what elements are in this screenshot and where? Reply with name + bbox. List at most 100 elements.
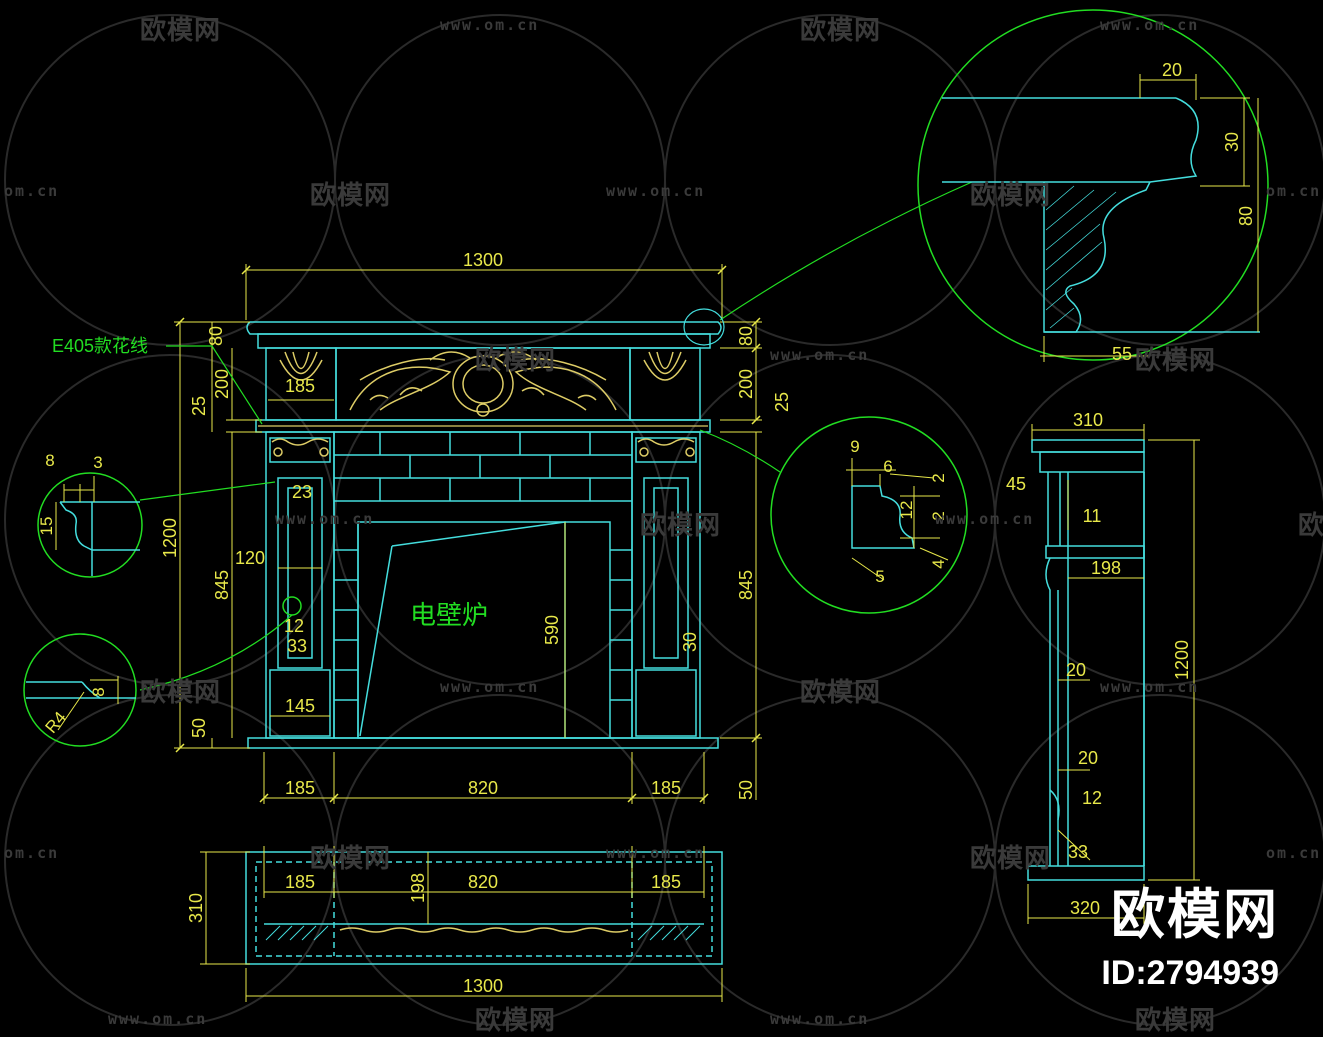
rosettes bbox=[271, 351, 695, 457]
watermark-logo: 欧模网 bbox=[970, 181, 1052, 211]
callout-lines bbox=[139, 181, 973, 691]
side-inner-depth: 198 bbox=[1091, 558, 1121, 578]
watermark-url: www.om.cn bbox=[770, 1010, 870, 1028]
dim-band-left: 25 bbox=[189, 396, 209, 416]
watermark-circles bbox=[4, 14, 1323, 1026]
dim-pilaster-right: 845 bbox=[736, 570, 756, 600]
watermark-url: www.om.cn bbox=[108, 1010, 208, 1028]
plan-inner-depth: 198 bbox=[408, 873, 428, 903]
detail-cornice-circle bbox=[917, 9, 1269, 361]
detail-cornice-width-top: 20 bbox=[1162, 60, 1182, 80]
side-step: 11 bbox=[1083, 506, 1102, 526]
detail-band-texts: 9 6 2 12 2 4 5 bbox=[850, 437, 948, 586]
detail-left-top-circle bbox=[37, 472, 143, 578]
detail-band-c: 2 bbox=[929, 473, 948, 482]
plan-side-left: 185 bbox=[285, 872, 315, 892]
dim-base-width: 145 bbox=[285, 696, 315, 716]
dim-overall-width: 1300 bbox=[463, 250, 503, 270]
plan-hatch bbox=[265, 925, 701, 941]
detail-band-dims bbox=[846, 458, 949, 581]
dim-opening-width: 820 bbox=[468, 778, 498, 798]
watermark-logo: 欧模网 bbox=[800, 678, 882, 708]
dim-band-right: 25 bbox=[772, 392, 792, 412]
watermark-logo: 欧模网 bbox=[475, 1006, 557, 1036]
side-dim-c: 12 bbox=[1082, 788, 1102, 808]
side-projection: 45 bbox=[1006, 474, 1026, 494]
detail-band-f: 4 bbox=[929, 559, 948, 568]
plan-molding-line bbox=[339, 927, 629, 933]
watermark-logo: 欧模网 bbox=[310, 181, 392, 211]
detail-cornice-hatch bbox=[1045, 185, 1117, 329]
watermark-url: www.om.cn bbox=[606, 844, 706, 862]
watermark-url: om.cn bbox=[4, 182, 60, 200]
watermark-logo: 欧模网 bbox=[140, 16, 222, 46]
dim-panel-b: 33 bbox=[287, 636, 307, 656]
dim-overall-height: 1200 bbox=[160, 518, 180, 558]
watermark-url: www.om.cn bbox=[440, 678, 540, 696]
detail-left-bottom-dims bbox=[57, 676, 119, 731]
dim-panel-a: 12 bbox=[284, 616, 304, 636]
side-dimension-lines bbox=[1027, 424, 1200, 924]
front-dimension-texts: 1300 1200 80 200 25 845 50 80 200 25 845… bbox=[160, 250, 792, 800]
detail-left-top-profile bbox=[59, 501, 140, 576]
side-top-depth: 310 bbox=[1073, 410, 1103, 430]
detail-left-top-b: 3 bbox=[93, 453, 102, 472]
watermark-logo: 欧模网 bbox=[1135, 346, 1217, 376]
watermark-logo: 欧模网 bbox=[800, 16, 882, 46]
dim-panel-width: 120 bbox=[235, 548, 265, 568]
dim-frieze-rosette: 185 bbox=[285, 376, 315, 396]
detail-cornice-texts: 20 30 80 55 bbox=[1112, 60, 1256, 364]
plan-side-right: 185 bbox=[651, 872, 681, 892]
dim-pilaster-left: 845 bbox=[212, 570, 232, 600]
watermark-logo: 欧模网 bbox=[475, 346, 557, 376]
dim-frieze-right: 200 bbox=[736, 369, 756, 399]
detail-left-bottom-circle bbox=[23, 633, 137, 747]
dim-side-right: 185 bbox=[651, 778, 681, 798]
detail-band-g: 5 bbox=[875, 567, 884, 586]
detail-left-top-dims bbox=[55, 476, 95, 550]
dim-cornice-right: 80 bbox=[736, 326, 756, 346]
dim-plinth-left: 50 bbox=[189, 718, 209, 738]
side-dim-a: 20 bbox=[1066, 660, 1086, 680]
detail-band-e: 2 bbox=[929, 511, 948, 520]
watermark-url: www.om.cn bbox=[275, 510, 375, 528]
watermark-url: www.om.cn bbox=[606, 182, 706, 200]
side-dimension-texts: 310 1200 45 11 198 20 20 12 33 320 bbox=[1006, 410, 1192, 918]
detail-left-top-texts: 8 3 15 bbox=[37, 451, 103, 535]
watermark-url: om.cn bbox=[4, 844, 60, 862]
dim-opening-height: 590 bbox=[542, 615, 562, 645]
dim-cornice-left: 80 bbox=[206, 326, 226, 346]
detail-band-d: 12 bbox=[897, 501, 916, 520]
watermark-url: om.cn bbox=[1266, 844, 1322, 862]
plan-dimension-texts: 310 185 820 185 198 1300 bbox=[186, 872, 681, 996]
side-bottom-depth: 320 bbox=[1070, 898, 1100, 918]
front-dimension-ticks bbox=[175, 265, 761, 803]
watermark-logo: 欧模网 bbox=[970, 844, 1052, 874]
plan-dimension-lines bbox=[200, 846, 723, 1002]
front-elevation bbox=[246, 321, 722, 749]
cornice-callout-ring bbox=[683, 308, 725, 346]
plan-width: 1300 bbox=[463, 976, 503, 996]
dim-side-left: 185 bbox=[285, 778, 315, 798]
side-height: 1200 bbox=[1172, 640, 1192, 680]
watermark-url: www.om.cn bbox=[440, 16, 540, 34]
watermark-url: www.om.cn bbox=[770, 346, 870, 364]
brand-id: ID:2794939 bbox=[1101, 954, 1279, 992]
watermark-url: www.om.cn bbox=[935, 510, 1035, 528]
watermark-logo: 欧模网 bbox=[1135, 1006, 1217, 1036]
front-dimension-lines bbox=[174, 264, 762, 804]
detail-left-top-c: 15 bbox=[37, 517, 56, 536]
plan-opening: 820 bbox=[468, 872, 498, 892]
watermark-logo: 欧模网 bbox=[310, 844, 392, 874]
brand-logo: 欧模网 bbox=[1111, 883, 1279, 946]
callout-label: E405款花线 bbox=[52, 336, 148, 356]
detail-band-b: 6 bbox=[883, 457, 892, 476]
detail-cornice-height-b: 80 bbox=[1236, 206, 1256, 226]
dim-panel-margin: 23 bbox=[292, 482, 312, 502]
frieze-carving bbox=[349, 351, 617, 417]
watermark-url: om.cn bbox=[1266, 182, 1322, 200]
side-dim-b: 20 bbox=[1078, 748, 1098, 768]
detail-cornice-dims bbox=[1040, 74, 1259, 362]
dim-frieze-left: 200 bbox=[212, 369, 232, 399]
